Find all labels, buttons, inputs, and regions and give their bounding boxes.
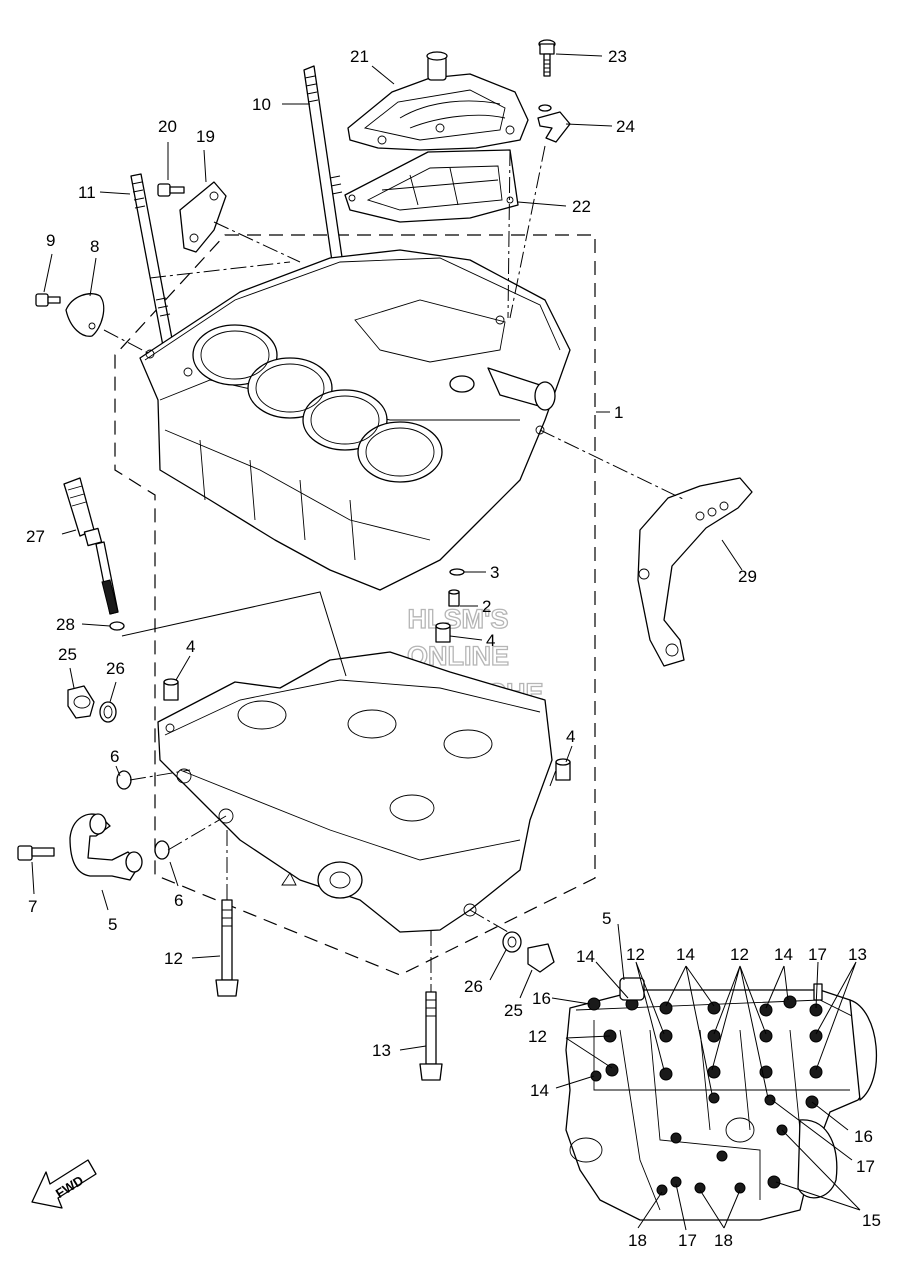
assembly-boundary [114,234,596,976]
nozzle-2 [448,589,460,607]
callout-28: 28 [56,615,75,634]
inset-callout-14-a: 14 [576,947,595,966]
inset-leaders [551,923,861,1231]
inset-callout-labels: 5 14 12 14 12 14 17 13 16 12 14 16 17 15… [528,909,881,1250]
inset-callout-14-c: 14 [774,945,793,964]
inset-callout-16-b: 16 [854,1127,873,1146]
callout-20: 20 [158,117,177,136]
inset-assembled-view [565,977,878,1221]
callout-29: 29 [738,567,757,586]
callout-2: 2 [482,597,491,616]
callout-25-right: 25 [504,1001,523,1020]
inset-callout-12-c: 12 [528,1027,547,1046]
oil-gauge-27 [63,477,119,615]
callout-labels: 1 2 3 4 4 4 5 6 6 7 8 9 10 11 12 13 19 2… [26,47,757,1060]
callout-23: 23 [608,47,627,66]
breather-cover [347,51,529,151]
callout-6-upper: 6 [110,747,119,766]
callout-22: 22 [572,197,591,216]
inset-callout-12-a: 12 [626,945,645,964]
inset-callout-17-b: 17 [856,1157,875,1176]
dowel-4-right [555,758,571,781]
inset-callout-17-c: 17 [678,1231,697,1250]
dowel-4-center [435,622,451,643]
fwd-arrow-icon: FWD [31,1159,97,1209]
inset-callout-5: 5 [602,909,611,928]
callout-19: 19 [196,127,215,146]
bracket-24 [537,104,571,143]
inset-callout-13: 13 [848,945,867,964]
pipe-5 [69,813,143,881]
bolt-12 [215,899,239,997]
upper-crankcase [139,249,571,591]
callout-4-right: 4 [566,727,575,746]
washer-26-right [502,931,522,953]
screw-20 [157,183,185,197]
callout-5: 5 [108,915,117,934]
inset-callout-12-b: 12 [730,945,749,964]
callout-9: 9 [46,231,55,250]
inset-callout-14-d: 14 [530,1081,549,1100]
callout-leaders [31,53,743,1051]
callout-21: 21 [350,47,369,66]
callout-10: 10 [252,95,271,114]
callout-24: 24 [616,117,635,136]
inset-callout-18-b: 18 [714,1231,733,1250]
callout-8: 8 [90,237,99,256]
callout-4-left: 4 [186,637,195,656]
inset-callout-17-a: 17 [808,945,827,964]
dowel-4-left [163,678,179,701]
bolt-7 [17,845,55,861]
cover-8 [65,293,105,337]
plug-25-right [527,943,555,973]
inset-callout-14-b: 14 [676,945,695,964]
callout-6-lower: 6 [174,891,183,910]
inset-callout-15: 15 [862,1211,881,1230]
stud-bolt-11 [130,173,177,363]
callout-26-left: 26 [106,659,125,678]
watermark-line-1: HLSM'S [408,604,509,634]
callout-13: 13 [372,1041,391,1060]
callout-25-left: 25 [58,645,77,664]
lower-crankcase [157,651,553,933]
callout-27: 27 [26,527,45,546]
callout-3: 3 [490,563,499,582]
o-ring-3 [449,568,465,576]
callout-12: 12 [164,949,183,968]
callout-26-right: 26 [464,977,483,996]
o-ring-28 [109,621,125,631]
plate-19 [179,181,227,253]
screw-9 [35,293,61,307]
bolt-13 [419,991,443,1081]
o-ring-6-lower [154,840,170,860]
breather-gasket [344,149,519,223]
inset-callout-18-a: 18 [628,1231,647,1250]
plug-25-left [67,685,95,719]
callout-1: 1 [614,403,623,422]
callout-4-center: 4 [486,631,495,650]
bracket-29 [637,477,753,667]
callout-11: 11 [78,183,96,202]
washer-26-left [99,701,117,723]
reference-lines [103,145,686,992]
callout-7: 7 [28,897,37,916]
inset-callout-16-a: 16 [532,989,551,1008]
bolt-23 [538,39,556,77]
